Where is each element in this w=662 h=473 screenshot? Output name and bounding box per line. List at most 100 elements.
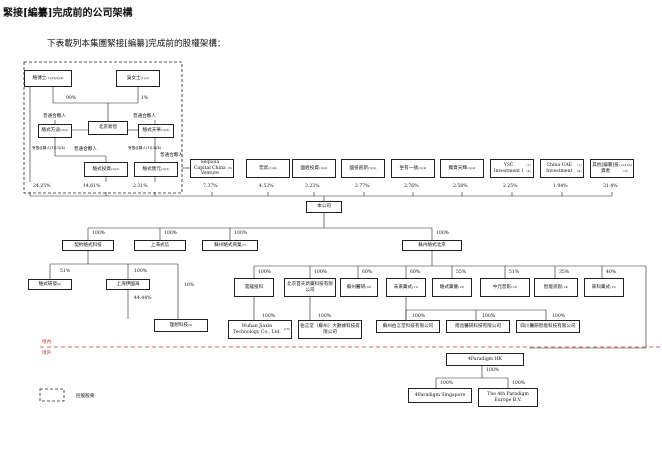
level3-pct: 100% [262,314,276,319]
level2-pct: 60% [362,270,373,275]
pct-eu: 100% [512,381,526,386]
investor-note: (1)(4) [577,163,582,173]
investor-name: YSC Investment I [493,163,524,174]
level2-box: 中元普影(13) [480,278,530,297]
level1-name: 契約駱式科技 [74,242,102,248]
offshore-label: 境外 [42,351,52,356]
entity-a-label: 駱式方迪 [41,128,60,134]
left-branch-b-box: 上海伊國海 [106,279,150,290]
level2-pct: 51% [509,270,520,275]
investor-name: 獨資天輝 [448,165,467,171]
left-branch-pct-a: 51% [60,269,71,274]
left-branch-c-box: 理想科技(9) [154,319,208,332]
level1-pct: 100% [92,231,106,236]
investor-note: (1)(4) [318,165,328,170]
controlling-group-outline [23,61,183,194]
holding-b-box: 駱式匯元(1)(2) [134,162,178,177]
level2-name: 來科藥式 [591,284,611,290]
investor-box: 獨資天輝(1)(4) [440,159,484,178]
investor-note: (1)(4) [367,165,377,170]
level2-name: 雲龍投科 [244,284,264,290]
pct-holding-a: 14.61% [83,184,101,189]
holding-a-box: 駱式投資(1)(2) [84,162,128,177]
level2-pct: 40% [606,270,617,275]
level2-box: 未來藥式(11) [386,278,426,297]
level3-pct: 100% [482,314,496,319]
level3-box: 四川醫研智能科技有限公司 [516,320,580,333]
investor-box: Sequoia Capital China Venture(5) [190,159,234,178]
eu-box: The 4th Paradigm Europe B.V. [478,388,538,407]
gp-label-3: 普通合夥人 [74,147,97,152]
level1-name: 上海式信 [150,242,170,248]
sg-box: 4Paradigm Singapore [408,388,472,403]
left-branch-pct-b: 100% [134,269,148,274]
investor-note: (1)(4)(5)(6) [619,163,632,173]
dr-ma-label: 駱博士 [32,75,47,81]
entity-a-note: (1)(2) [59,128,69,133]
level1-name: 蘇州駱式北京 [418,242,446,248]
entity-c-label: 駱式天華 [142,128,161,134]
investor-box: 國投創新(1)(4) [341,159,385,178]
entity-b-label: 北京新智 [98,125,118,131]
investor-pct: 2.58% [453,184,468,189]
investor-box: 坐有一號(1)(4) [391,159,435,178]
holding-a-note: (1)(2) [110,166,120,171]
domestic-label: 境內 [42,340,52,345]
gp-label-2: 普通合夥人 [133,114,156,119]
holding-b-note: (1)(2) [160,166,170,171]
level3-box: 伯言堂（蘇州）大數據科技有限公司 [298,320,362,339]
level2-box: 駱式藥儀(12) [432,278,472,297]
level2-name: 中元普影 [492,284,512,290]
level3-pct: 100% [318,314,332,319]
level2-pct: 100% [258,270,272,275]
investor-pct: 3.23% [305,184,320,189]
level3-box: Wuhan Jiaxin Technology Co., Ltd.(16) [228,320,292,339]
ms-wu-label: 吳女士 [126,75,141,81]
investor-note: (1)(4) [526,163,531,173]
gp-label-4: 普通合夥人 [160,153,183,158]
left-branch-pct-d: 10% [184,283,195,288]
investor-box: YSC Investment I(1)(4) [490,159,534,178]
level3-name: 伯言堂（蘇州）大數據科技有限公司 [300,324,360,335]
level2-note: (11) [412,284,419,289]
level2-box: 蘇州醫研(10) [340,278,378,297]
left-branch-pct-c: 44.44% [134,296,152,301]
investor-box: 其他[編纂]投資者(1)(4)(5)(6) [590,159,634,178]
level2-name: 智能訊銳 [543,284,563,290]
left-branch-a-box: 駱式研發(8) [28,279,72,290]
level3-name: 南昌醫研科技有限公司 [455,323,501,329]
investor-name: China-UAE Investment [546,163,573,174]
level3-name: 蘇州伯言堂科技有限公司 [382,323,434,329]
level2-pct: 60% [410,270,421,275]
investor-pct: 1.94% [553,184,568,189]
investor-box: 宏昇(1)(4) [246,159,290,178]
hk-label: 4Paradigm HK [467,356,503,362]
level1-pct: 100% [436,231,450,236]
hk-box: 4Paradigm HK [446,353,524,366]
investor-name: Sequoia Capital China Venture [193,160,226,177]
investor-name: 國經投資 [300,165,319,171]
entity-c-note: (1)(8) [160,128,170,133]
legend-label: 控股股東 [76,394,95,399]
gp-label-1: 普通合夥人 [43,114,66,119]
level1-name: 蘇州駱式商業 [214,242,242,248]
level2-name: 駱式藥儀 [439,284,459,290]
level2-pct: 55% [456,270,467,275]
investor-pct: 2.77% [355,184,370,189]
left-branch-b-label: 上海伊國海 [116,281,140,287]
level2-name: 未來藥式 [393,284,413,290]
level2-pct: 35% [559,270,570,275]
left-branch-a-label: 駱式研發 [38,281,58,287]
ms-wu-box: 吳女士(1)(2) [116,70,160,87]
investor-box: China-UAE Investment (1)(4) [540,159,584,178]
page-title: 緊接[編纂]完成前的公司架構 [3,8,133,19]
left-branch-c-label: 理想科技 [169,322,189,328]
investor-name: 坐有一號 [399,165,418,171]
investor-box: 國經投資(1)(4) [292,159,336,178]
pct-ms-wu: 1% [141,96,149,101]
left-branch-c-note: (9) [188,322,193,327]
investor-name: 宏昇 [259,165,269,171]
company-label: 本公司 [317,204,331,210]
lp-label-left: 有限合夥人(1)(3)(4) [32,146,66,150]
